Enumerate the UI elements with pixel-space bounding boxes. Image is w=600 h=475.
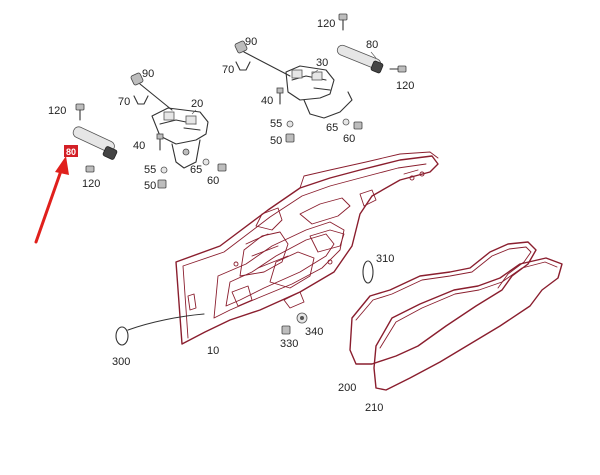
bolt-90-right [234,40,291,77]
part-label: 90 [142,68,154,80]
part-label: 10 [207,345,219,357]
door-panel [175,151,439,345]
part-label: 300 [112,356,130,368]
bolt-120-left-bottom [85,165,95,173]
part-label: 50 [144,180,156,192]
clip-70-right [235,61,251,71]
highlight-tag-box [64,145,78,157]
part-label: 80 [366,39,378,51]
washer-65-right [342,118,350,126]
bolt-50-right [285,133,295,143]
grommet-300 [115,326,129,346]
door-cable [127,313,205,331]
part-label: 20 [191,98,203,110]
pin-80-left [72,126,118,160]
part-label: 50 [270,135,282,147]
clip-70-left [133,95,149,105]
part-label: 310 [376,253,394,265]
washer-65-left [202,158,210,166]
part-label: 60 [343,133,355,145]
hinge-assembly-20 [151,107,209,169]
part-label: 30 [316,57,328,69]
highlight-tag-label: 80 [66,147,76,157]
pointer-arrow [34,156,69,244]
part-label: 55 [144,164,156,176]
bolt-40-left [156,133,164,151]
part-label: 65 [190,164,202,176]
clip-340 [296,312,308,324]
part-label: 60 [207,175,219,187]
washer-55-right [286,120,294,128]
door-seal-210 [373,257,563,391]
door-seal-200 [349,241,537,365]
washer-55-left [160,166,168,174]
part-label: 340 [305,326,323,338]
bolt-120-right [389,65,407,73]
nut-60-right [353,121,363,130]
bolt-90-left [130,72,173,111]
part-label: 120 [317,18,335,30]
part-label: 120 [48,105,66,117]
bolt-40-right [276,87,284,105]
part-labels: 120 80 90 30 70 40 55 50 65 60 120 90 70… [48,18,414,414]
pin-80-right [336,44,384,74]
part-label: 40 [133,140,145,152]
part-label: 55 [270,118,282,130]
bolt-50-left [157,179,167,189]
part-label: 70 [118,96,130,108]
part-label: 120 [396,80,414,92]
bolt-120-left-top [75,103,85,121]
bolt-120-top [338,13,348,31]
nut-60-left [217,163,227,172]
part-label: 90 [245,36,257,48]
part-label: 330 [280,338,298,350]
clip-330 [281,325,291,335]
part-label: 70 [222,64,234,76]
grommet-310 [362,260,374,284]
part-label: 210 [365,402,383,414]
part-label: 200 [338,382,356,394]
part-label: 65 [326,122,338,134]
part-label: 120 [82,178,100,190]
part-label: 40 [261,95,273,107]
hinge-assembly-30 [285,65,353,119]
